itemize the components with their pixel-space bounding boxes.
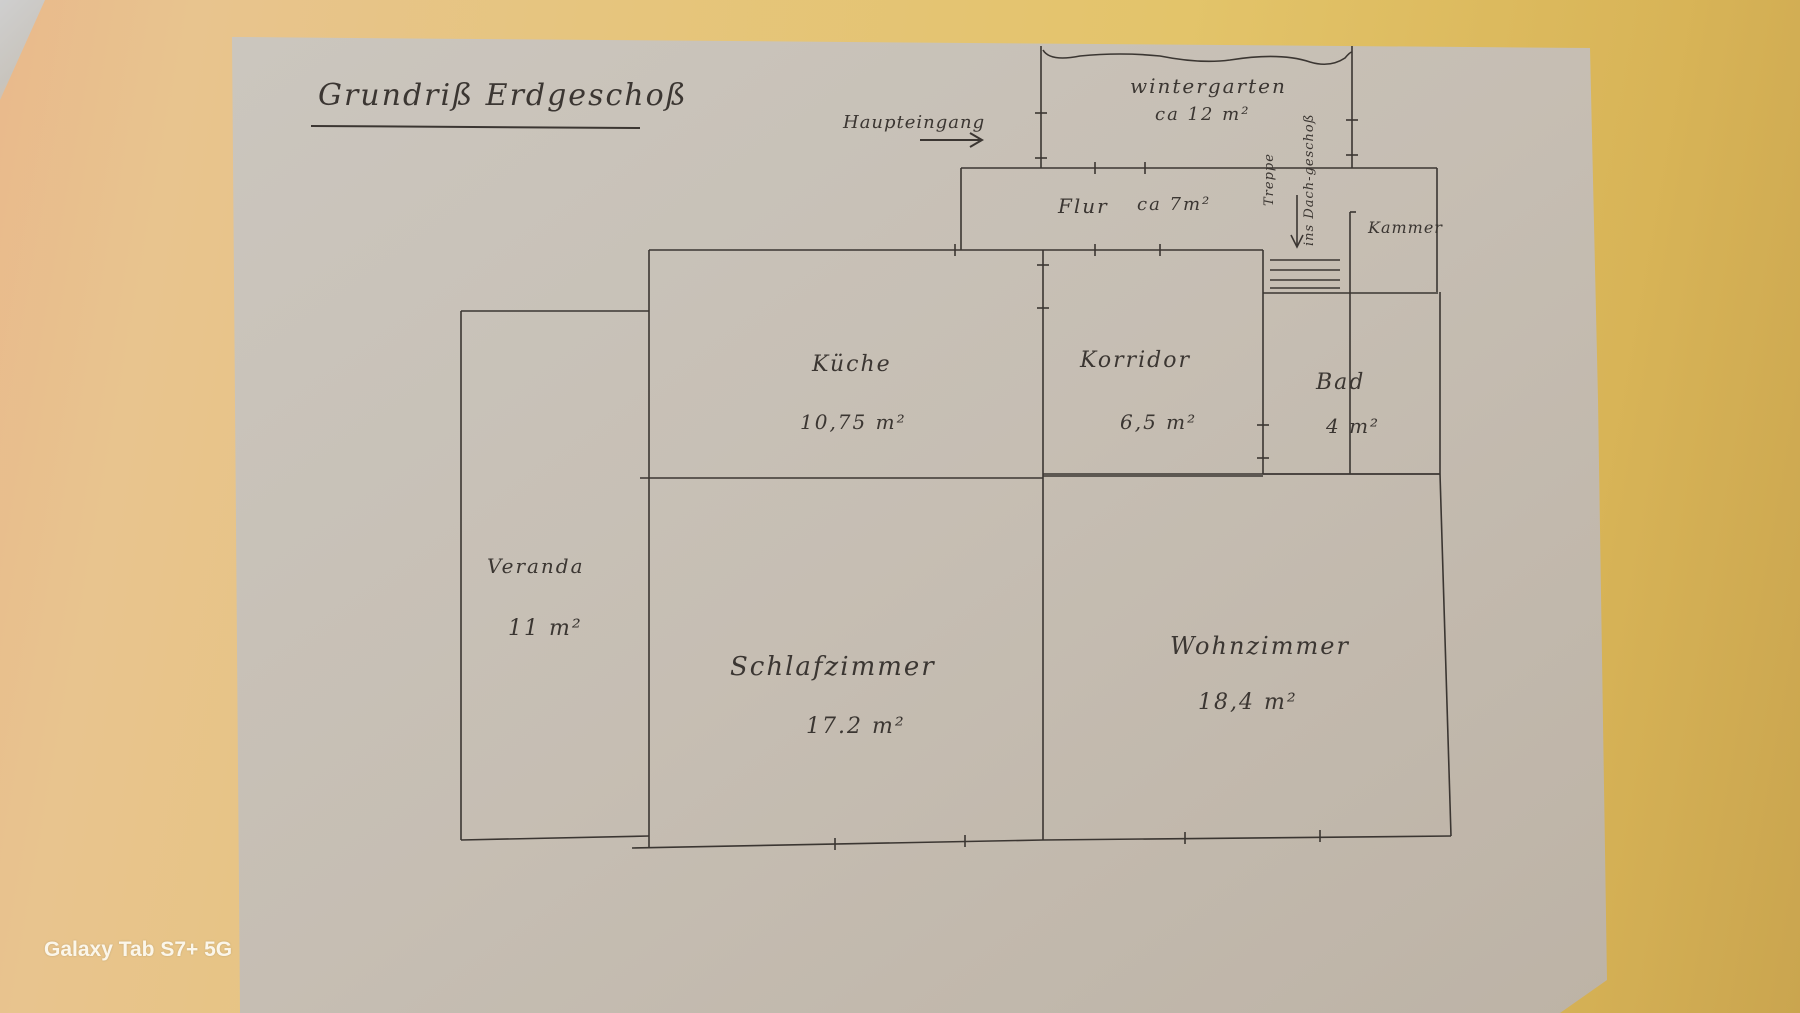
room-flur-area: ca 7m² [1137,194,1212,215]
room-treppe-name: Treppe [1262,153,1277,206]
room-schlafzimmer-name: Schlafzimmer [730,652,936,682]
room-korridor-name: Korridor [1080,348,1192,373]
room-wintergarten-area: ca 12 m² [1155,104,1251,125]
room-bad-name: Bad [1316,370,1366,395]
room-wintergarten-name: wintergarten [1130,74,1287,98]
room-korridor-area: 6,5 m² [1120,410,1198,434]
room-bad-area: 4 m² [1326,414,1381,438]
camera-watermark: Galaxy Tab S7+ 5G [44,938,233,961]
room-veranda-area: 11 m² [508,616,583,641]
room-veranda-name: Veranda [487,554,585,578]
entrance-label: Haupteingang [843,112,986,133]
room-kueche-area: 10,75 m² [800,410,907,434]
room-wohnzimmer-name: Wohnzimmer [1170,632,1350,660]
room-kammer-name: Kammer [1368,218,1443,237]
room-kueche-name: Küche [812,352,892,377]
room-treppe-note: ins Dach-geschoß [1302,113,1317,246]
room-schlafzimmer-area: 17.2 m² [806,714,906,739]
plan-title: Grundriß Erdgeschoß [318,78,688,113]
room-wohnzimmer-area: 18,4 m² [1198,690,1298,715]
room-flur-name: Flur [1058,194,1109,218]
